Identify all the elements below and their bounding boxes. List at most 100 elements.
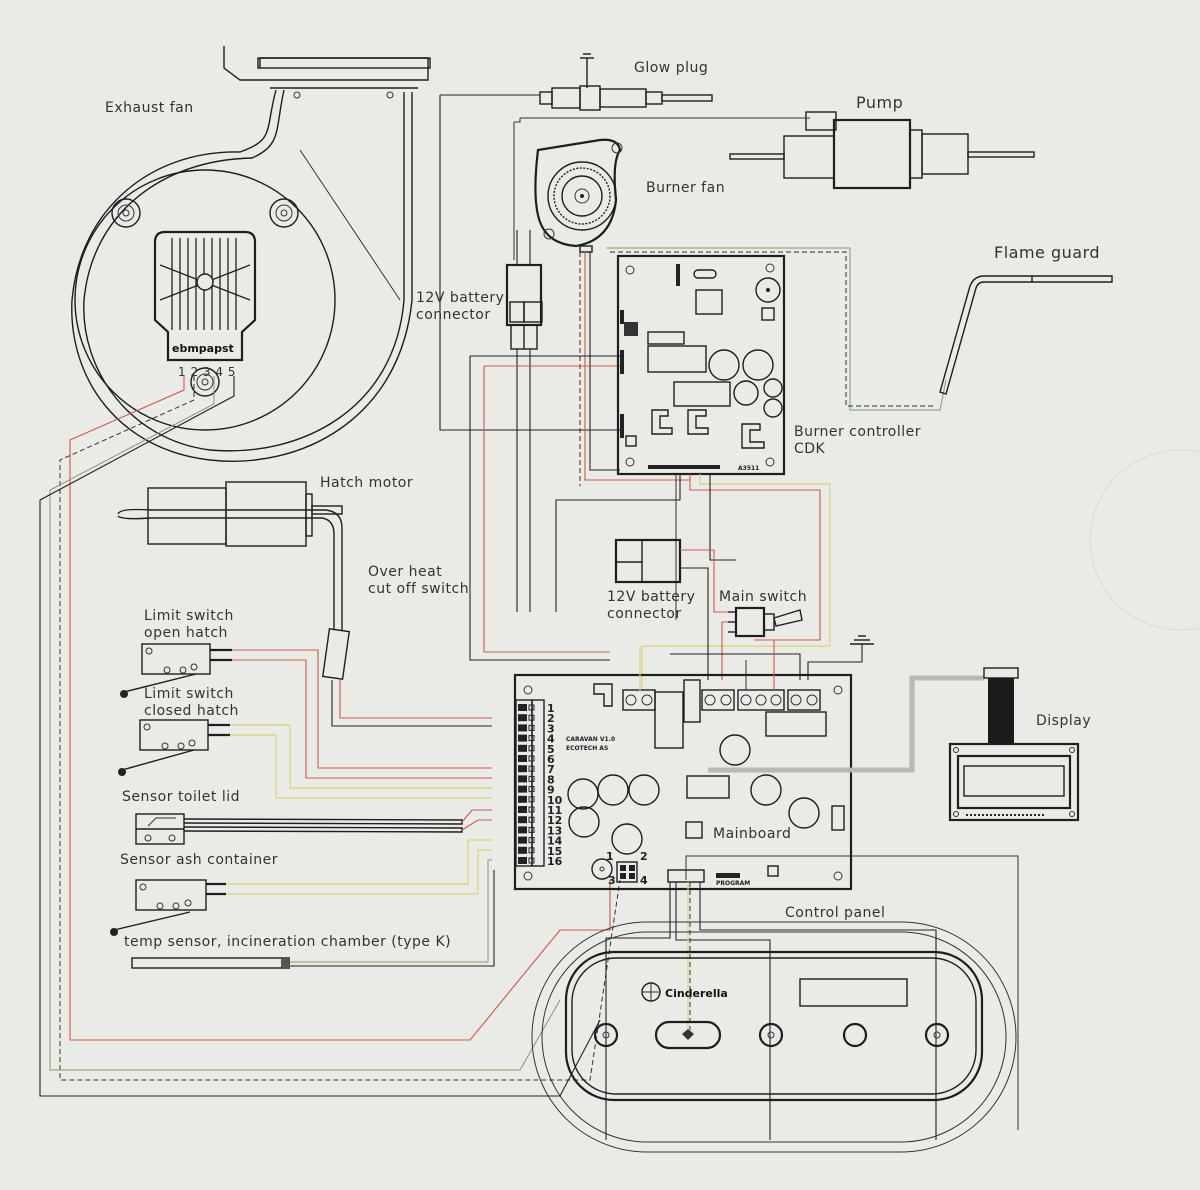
pin-3-label: 3 xyxy=(608,874,616,887)
hatch-motor: Hatch motor xyxy=(117,475,413,630)
terminal-pin-slot xyxy=(528,714,535,721)
terminal-pin xyxy=(518,785,527,793)
terminal-number: 16 xyxy=(547,855,563,868)
burner-fan-label: Burner fan xyxy=(646,180,725,196)
battery-connector-top-label-1: 12V battery xyxy=(416,290,504,306)
terminal-pin xyxy=(518,826,527,834)
glow-plug: Glow plug xyxy=(539,53,713,111)
flame-guard: Flame guard xyxy=(939,243,1113,395)
terminal-number: 15 xyxy=(547,845,562,858)
terminal-pin-slot xyxy=(528,755,535,762)
panel-flush-button[interactable] xyxy=(654,1020,722,1050)
terminal-pin-slot xyxy=(528,796,535,803)
exhaust-fan-brand: ebmpapst xyxy=(172,342,234,355)
terminal-pin-slot xyxy=(528,775,535,782)
main-switch: Main switch xyxy=(719,589,807,638)
mainboard-label: Mainboard xyxy=(713,826,791,842)
terminal-number: 12 xyxy=(547,814,562,827)
mount-boss xyxy=(269,198,299,228)
pin-2-label: 2 xyxy=(640,850,648,863)
terminal-pin xyxy=(518,744,527,752)
limit-switch-closed-label-1: Limit switch xyxy=(144,686,234,702)
terminal-pin xyxy=(518,724,527,732)
paper-texture xyxy=(1089,449,1200,631)
pump-label: Pump xyxy=(856,93,903,112)
exhaust-fan-pins: 1 2 3 4 5 xyxy=(178,365,236,379)
terminal-pin-slot xyxy=(528,857,535,864)
control-panel-brand: Cinderella xyxy=(665,987,728,1000)
panel-button[interactable] xyxy=(842,1022,868,1048)
battery-connector-top: 12V battery connector xyxy=(416,230,543,350)
limit-switch-closed: Limit switch closed hatch xyxy=(118,686,239,776)
program-header-label: PROGRAM xyxy=(716,880,750,887)
terminal-number: 4 xyxy=(547,733,555,746)
terminal-pin-slot xyxy=(528,837,535,844)
terminal-pin xyxy=(518,704,527,711)
terminal-pin xyxy=(518,806,527,813)
mount-boss xyxy=(111,198,141,228)
terminal-pin-slot xyxy=(528,765,535,772)
terminal-pin-slot xyxy=(528,735,535,742)
cinderella-logo-icon xyxy=(641,982,661,1002)
sensor-toilet-lid-label: Sensor toilet lid xyxy=(122,789,240,805)
panel-button[interactable] xyxy=(593,1022,619,1048)
terminal-pin-slot xyxy=(528,704,535,711)
limit-switch-closed-label-2: closed hatch xyxy=(144,703,239,719)
battery-connector-main: 12V battery connector xyxy=(607,538,695,622)
burner-controller-label-2: CDK xyxy=(794,441,826,457)
exhaust-fan: ebmpapst 1 2 3 4 5 Exhaust fan xyxy=(71,46,431,462)
terminal-pin xyxy=(518,836,527,844)
terminal-number: 6 xyxy=(547,753,555,766)
terminal-number: 5 xyxy=(547,743,555,756)
terminal-pin-slot xyxy=(528,745,535,752)
terminal-pin xyxy=(518,857,527,864)
battery-connector-main-label-1: 12V battery xyxy=(607,589,695,605)
terminal-number: 9 xyxy=(547,784,555,797)
exhaust-fan-label: Exhaust fan xyxy=(105,100,194,116)
terminal-pin xyxy=(518,714,527,722)
mainboard-board-maker: ECOTECH AS xyxy=(566,745,608,752)
pump: Pump xyxy=(729,93,1035,190)
terminal-pin-slot xyxy=(528,724,535,731)
mount-boss xyxy=(190,367,220,397)
pin-1-label: 1 xyxy=(606,850,614,863)
battery-connector-main-label-2: connector xyxy=(607,606,682,622)
limit-switch-open-label-1: Limit switch xyxy=(144,608,234,624)
glow-plug-label: Glow plug xyxy=(634,60,708,76)
temp-sensor: temp sensor, incineration chamber (type … xyxy=(124,934,451,969)
terminal-number: 8 xyxy=(547,773,555,786)
terminal-pin xyxy=(518,816,527,824)
overheat-switch-label-2: cut off switch xyxy=(368,581,469,597)
terminal-number: 13 xyxy=(547,824,562,837)
terminal-pin xyxy=(518,775,527,783)
hatch-motor-label: Hatch motor xyxy=(320,475,413,491)
sensor-toilet-lid: Sensor toilet lid xyxy=(122,789,463,845)
terminal-pin xyxy=(518,734,527,742)
terminal-number: 1 xyxy=(547,702,555,715)
sensor-ash-container-label: Sensor ash container xyxy=(120,852,278,868)
control-panel: Cinderella Control panel xyxy=(531,905,1017,1153)
panel-button[interactable] xyxy=(758,1022,784,1048)
terminal-pin-slot xyxy=(528,816,535,823)
pin-4-label: 4 xyxy=(640,874,648,887)
terminal-pin xyxy=(518,846,527,854)
terminal-pin-slot xyxy=(528,826,535,833)
terminal-number: 3 xyxy=(547,722,555,735)
overheat-switch: Over heat cut off switch xyxy=(321,564,492,727)
terminal-pin xyxy=(518,765,527,773)
burner-controller-label-1: Burner controller xyxy=(794,424,921,440)
terminal-pin xyxy=(518,755,527,762)
control-panel-label: Control panel xyxy=(785,905,885,921)
panel-button[interactable] xyxy=(924,1022,950,1048)
burner-controller: A3511 Burner controller CDK xyxy=(606,247,947,476)
terminal-pin xyxy=(518,795,527,803)
terminal-number: 7 xyxy=(547,763,555,776)
flame-guard-label: Flame guard xyxy=(994,243,1100,262)
terminal-number: 14 xyxy=(547,835,563,848)
terminal-number: 10 xyxy=(547,794,563,807)
display: Display xyxy=(948,667,1091,822)
limit-switch-open: Limit switch open hatch xyxy=(120,608,234,698)
terminal-pin-slot xyxy=(528,806,535,813)
